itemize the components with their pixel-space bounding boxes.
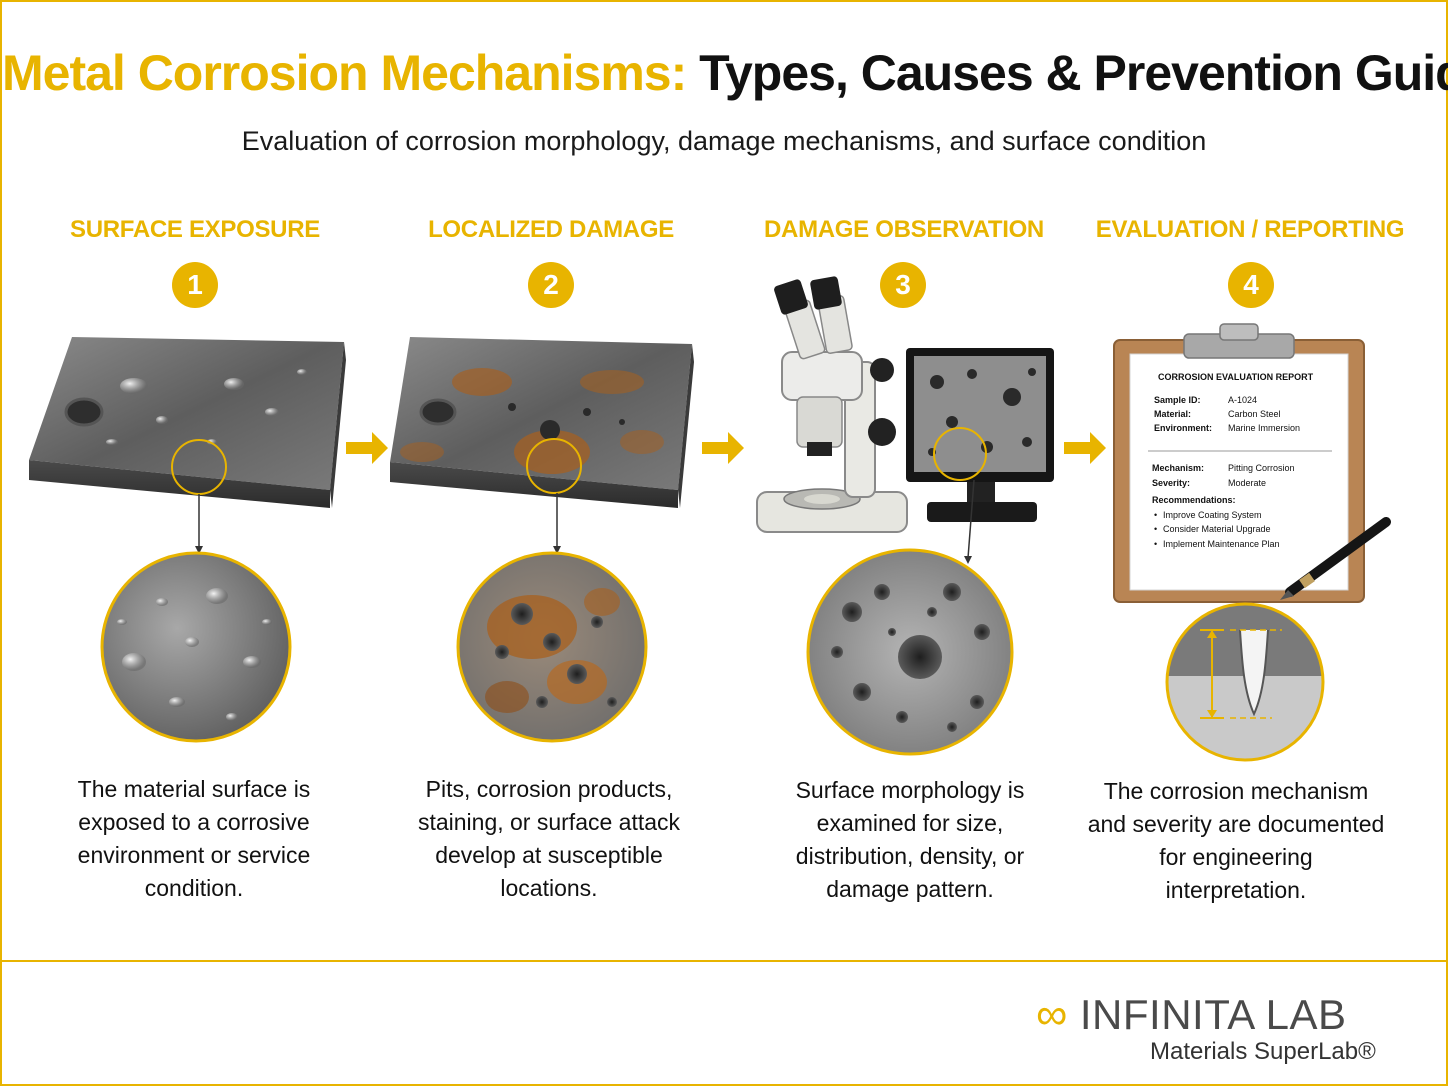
steel-plate-1 [29,337,346,508]
step-3-description: Surface morphology is examined for size,… [795,777,1025,902]
monitor-icon [906,348,1054,522]
report-finding-value: Moderate [1228,478,1266,488]
report-field-value: A-1024 [1228,395,1257,405]
report-finding-label: Severity: [1152,478,1190,488]
microscope-icon [756,276,908,533]
step-1-number: 1 [172,262,218,308]
zoom-pit-cross-section [1165,602,1325,762]
brand-tagline: Materials SuperLab® [1150,1038,1376,1065]
step-3-number: 3 [880,262,926,308]
report-recommendation: Consider Material Upgrade [1163,524,1271,534]
steel-plate-2 [390,337,694,508]
step-2-number: 2 [528,262,574,308]
report-recommendations-label: Recommendations: [1152,495,1236,505]
step-1-title: SURFACE EXPOSURE [70,216,320,243]
step-2-description: Pits, corrosion products, staining, or s… [417,776,681,901]
report-finding-label: Mechanism: [1152,463,1204,473]
title-highlight: Metal Corrosion Mechanisms: [2,45,687,101]
report-field-value: Marine Immersion [1228,423,1300,433]
report-heading: CORROSION EVALUATION REPORT [1158,372,1314,382]
footer-divider [2,960,1446,962]
step-4-number: 4 [1228,262,1274,308]
arrow-right-icon [346,432,388,464]
report-recommendation: Implement Maintenance Plan [1163,539,1280,549]
step-4-title: EVALUATION / REPORTING [1095,216,1405,243]
svg-text:•: • [1154,539,1157,549]
step-4-description: The corrosion mechanism and severity are… [1087,778,1385,903]
page-subtitle: Evaluation of corrosion morphology, dama… [241,126,1207,156]
svg-text:•: • [1154,510,1157,520]
report-finding-value: Pitting Corrosion [1228,463,1295,473]
report-recommendation: Improve Coating System [1163,510,1262,520]
report-field-label: Environment: [1154,423,1212,433]
report-field-value: Carbon Steel [1228,409,1281,419]
arrow-right-icon [1064,432,1106,464]
title-rest: Types, Causes & Prevention Guide [699,45,1448,101]
infinity-icon: ∞ [1036,990,1068,1039]
pen-icon [1280,517,1391,600]
report-field-label: Sample ID: [1154,395,1201,405]
logo-text: INFINITA LAB [1079,991,1347,1038]
process-illustrations: CORROSION EVALUATION REPORT Sample ID: A… [29,276,1391,762]
zoom-pitting-rust [456,551,648,743]
brand-logo: ∞INFINITA LAB [1036,990,1347,1040]
clipboard-icon [1113,323,1365,603]
step-3-title: DAMAGE OBSERVATION [764,216,1044,243]
svg-text:•: • [1154,524,1157,534]
arrow-right-icon [702,432,744,464]
page-title: Metal Corrosion Mechanisms: Types, Cause… [2,44,1448,102]
zoom-surface-droplets [100,551,292,743]
step-1-description: The material surface is exposed to a cor… [77,776,311,901]
zoom-pit-morphology [806,548,1014,756]
report-field-label: Material: [1154,409,1191,419]
step-2-title: LOCALIZED DAMAGE [428,216,674,243]
